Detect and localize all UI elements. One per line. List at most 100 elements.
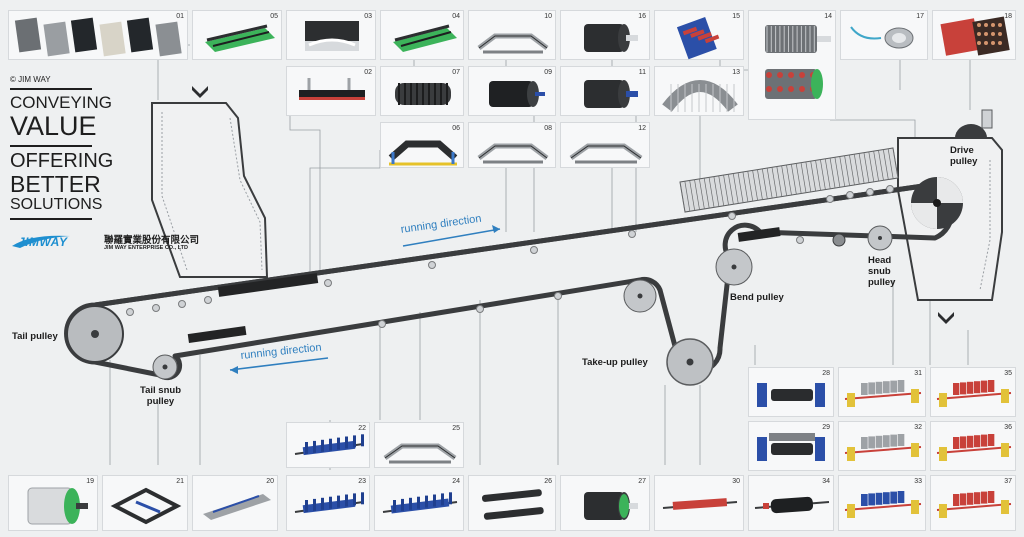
tile-number: 24: [452, 478, 460, 485]
tile-number: 21: [176, 478, 184, 485]
tile-number: 12: [638, 125, 646, 132]
steel-roller-icon: [489, 81, 545, 107]
product-tile-10: 10: [468, 10, 556, 60]
product-tile-20: 20: [192, 475, 278, 531]
polyurethane-blade-icon: [662, 498, 738, 510]
product-tile-28: 28: [748, 367, 834, 417]
take-up-pulley-label: Take-up pulley: [582, 357, 648, 368]
drive-pulley: [911, 177, 963, 229]
belt-cover: [679, 147, 899, 213]
tile-number: 26: [544, 478, 552, 485]
product-tile-34: 34: [748, 475, 834, 531]
tile-number: 15: [732, 13, 740, 20]
tail-pulley: [66, 305, 124, 363]
segmented-cleaner-icon: [844, 491, 922, 518]
tail-snub-pulley-label: Tail snub pulley: [140, 385, 181, 407]
copyright: © JIM WAY: [10, 75, 51, 84]
blade-cleaner-icon: [844, 434, 922, 461]
tile-number: 17: [916, 13, 924, 20]
product-tile-01: 01: [8, 10, 188, 60]
product-tile-36: 36: [930, 421, 1016, 471]
company-name-cn: 聯羅實業股份有限公司: [104, 235, 200, 246]
troughing-idler-frame-icon: [477, 33, 549, 54]
tile-number: 05: [270, 13, 278, 20]
spiral-return-idler-icon: [382, 492, 458, 514]
product-tile-21: 21: [102, 475, 188, 531]
tile-number: 07: [452, 69, 460, 76]
product-tile-15: 15: [654, 10, 744, 60]
tile-number: 37: [1004, 478, 1012, 485]
return-training-idler-icon: [383, 443, 457, 464]
tile-number: 03: [364, 13, 372, 20]
belt-cover-icon: [662, 80, 738, 112]
tile-number: 11: [638, 69, 646, 76]
tile-number: 25: [452, 425, 460, 432]
tail-pulley-label: Tail pulley: [12, 331, 58, 342]
company-name-en: JIM WAY ENTERPRISE CO., LTD: [104, 245, 188, 251]
wing-pulley-icon: [765, 25, 831, 99]
tile-number: 22: [358, 425, 366, 432]
rubber-roller-icon: [584, 80, 638, 108]
slogan-line-1: CONVEYING: [10, 93, 113, 112]
tile-number: 04: [452, 13, 460, 20]
primary-cleaner-icon: [844, 380, 922, 407]
tile-number: 35: [1004, 370, 1012, 377]
product-tile-37: 37: [930, 475, 1016, 531]
impact-roller-icon: [395, 83, 451, 105]
product-tile-27: 27: [560, 475, 650, 531]
plough-frame-icon: [110, 487, 182, 525]
tile-number: 19: [86, 478, 94, 485]
product-tile-09: 09: [468, 66, 556, 116]
tile-number: 20: [266, 478, 274, 485]
ceramic-lagging-pad-icon: [676, 16, 720, 60]
product-tile-31: 31: [838, 367, 926, 417]
product-tile-25: 25: [374, 422, 464, 468]
switch-sensor-icon: [850, 26, 914, 49]
ceramic-lagging-sheet-icon: [940, 16, 1010, 56]
tile-number: 23: [358, 478, 366, 485]
skirt-board-icon: [299, 78, 365, 100]
tile-number: 01: [176, 13, 184, 20]
rubber-disc-return-idler-icon: [294, 492, 364, 514]
running-direction-arrow-bottom: [229, 357, 329, 374]
secondary-cleaner-icon: [936, 380, 1012, 407]
product-tile-14: 14: [748, 10, 836, 120]
tile-number: 30: [732, 478, 740, 485]
bend-pulley-lower: [623, 279, 657, 313]
drive-motor: [955, 109, 993, 138]
tile-number: 36: [1004, 424, 1012, 431]
tile-number: 34: [822, 478, 830, 485]
bend-pulley-label: Bend pulley: [730, 292, 784, 303]
tile-number: 14: [824, 13, 832, 20]
product-tile-03: 03: [286, 10, 376, 60]
return-roller-pair-icon: [481, 489, 544, 520]
logo-text: JIMWAY: [18, 235, 68, 249]
belt-cleaner-box-icon: [305, 21, 359, 51]
tile-number: 18: [1004, 13, 1012, 20]
training-idler-icon: [569, 143, 643, 164]
lagged-pulley-icon: [584, 24, 638, 52]
product-tile-13: 13: [654, 66, 744, 116]
small-sensor-roller: [832, 233, 846, 247]
drive-pulley-label: Drive pulley: [950, 145, 978, 167]
tile-number: 06: [452, 125, 460, 132]
feed-hopper: [151, 102, 269, 278]
product-tile-04: 04: [380, 10, 464, 60]
chute-arrow-icon: [938, 312, 954, 324]
diagonal-plough-icon: [203, 494, 271, 520]
tile-number: 29: [822, 424, 830, 431]
tertiary-cleaner-icon: [936, 491, 1012, 518]
product-tile-29: 29: [748, 421, 834, 471]
head-snub-pulley: [867, 225, 893, 251]
product-tile-06: 06: [380, 122, 464, 168]
hopper-arrow-icon: [192, 86, 208, 98]
product-tile-16: 16: [560, 10, 650, 60]
tile-number: 09: [544, 69, 552, 76]
take-up-pulley: [666, 338, 714, 386]
product-tile-30: 30: [654, 475, 744, 531]
product-tile-33: 33: [838, 475, 926, 531]
product-tile-26: 26: [468, 475, 556, 531]
product-tile-07: 07: [380, 66, 464, 116]
product-tile-12: 12: [560, 122, 650, 168]
